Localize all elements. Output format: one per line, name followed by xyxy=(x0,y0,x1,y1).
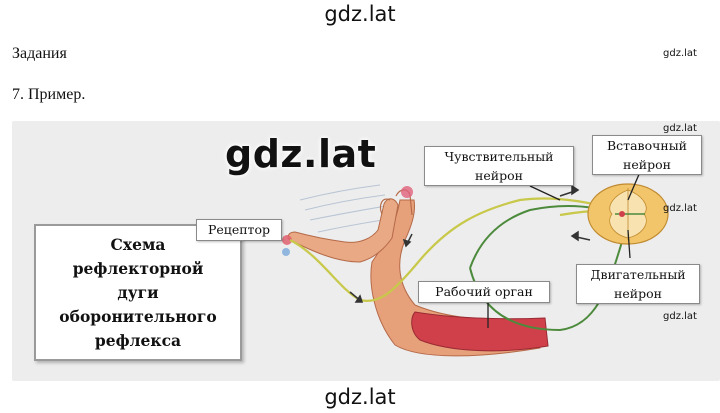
stimulus-point xyxy=(401,186,413,198)
watermark-small: gdz.lat xyxy=(663,203,697,214)
watermark-small: gdz.lat xyxy=(663,48,697,59)
label-working-organ: Рабочий орган xyxy=(418,281,550,303)
watermark-bottom: gdz.lat xyxy=(324,385,396,409)
label-motor-neuron: Двигательный нейрон xyxy=(576,264,700,304)
label-interneuron: Вставочный нейрон xyxy=(592,135,702,175)
watermark-top: gdz.lat xyxy=(324,2,396,26)
label-pointers xyxy=(487,171,641,328)
watermark-small: gdz.lat xyxy=(663,311,697,322)
spinal-cord-section xyxy=(587,183,669,245)
watermark-small: gdz.lat xyxy=(663,123,697,134)
watermark-large: gdz.lat xyxy=(225,132,377,176)
section-heading: Задания xyxy=(12,45,67,62)
direction-arrows xyxy=(349,184,591,303)
label-sensory-neuron: Чувствительный нейрон xyxy=(424,146,574,186)
scheme-title-box: Схема рефлекторной дуги оборонительного … xyxy=(34,224,242,361)
example-label: 7. Пример. xyxy=(12,86,86,103)
label-receptor: Рецептор xyxy=(196,219,282,241)
scheme-title: Схема рефлекторной дуги оборонительного … xyxy=(59,234,217,350)
